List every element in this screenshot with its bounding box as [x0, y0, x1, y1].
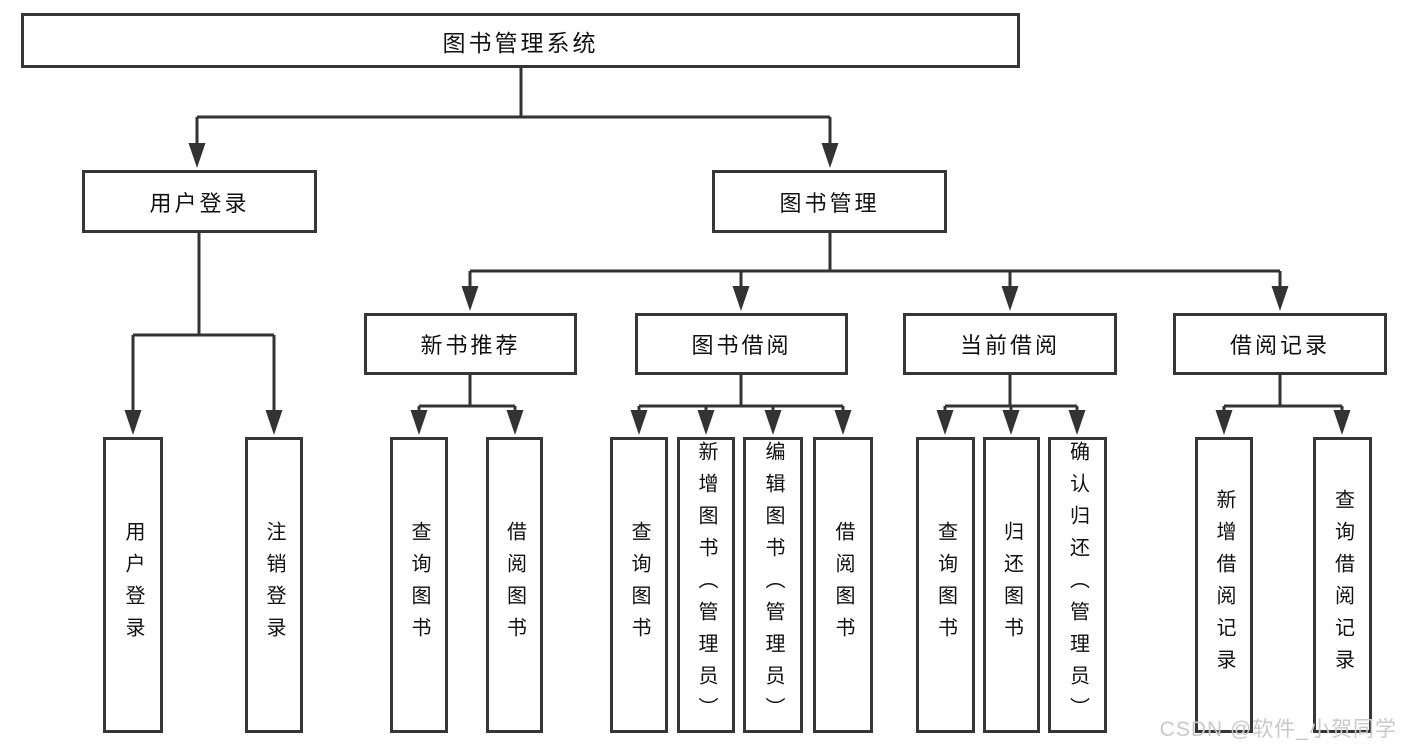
- node-leaf-query-borrow-rec: 查询借阅记录: [1313, 437, 1372, 733]
- node-label: 查询图书: [628, 521, 650, 649]
- node-root-system: 图书管理系统: [21, 13, 1020, 68]
- node-label: 归还图书: [1000, 521, 1023, 649]
- node-label: 借阅图书: [503, 521, 526, 649]
- node-label: 新增借阅记录: [1213, 489, 1235, 681]
- node-leaf-query-books-3: 查询图书: [916, 437, 975, 733]
- arrowhead-icon: [1215, 410, 1233, 435]
- node-leaf-logout: 注销登录: [245, 437, 303, 733]
- arrowhead-icon: [1001, 286, 1019, 311]
- node-leaf-query-books-2: 查询图书: [610, 437, 668, 733]
- node-current-borrowing: 当前借阅: [903, 313, 1117, 375]
- node-label: 确认归还（管理员）: [1066, 441, 1089, 729]
- node-leaf-borrow-books-2: 借阅图书: [813, 437, 873, 733]
- node-leaf-add-books: 新增图书（管理员）: [677, 437, 735, 733]
- csdn-watermark: CSDN @软件_小贺同学: [1159, 718, 1397, 741]
- node-label: 当前借阅: [959, 333, 1060, 358]
- node-label: 图书管理: [779, 190, 880, 216]
- arrowhead-icon: [1271, 286, 1289, 311]
- arrowhead-icon: [506, 410, 524, 435]
- node-label: 查询图书: [408, 521, 430, 649]
- arrowhead-icon: [410, 410, 428, 435]
- arrowhead-icon: [1333, 410, 1351, 435]
- node-label: 新增图书（管理员）: [695, 441, 717, 729]
- node-label: 图书管理系统: [442, 29, 599, 56]
- node-label: 编辑图书（管理员）: [762, 441, 784, 729]
- node-label: 用户登录: [149, 190, 250, 216]
- node-label: 注销登录: [263, 521, 285, 649]
- node-leaf-confirm-return: 确认归还（管理员）: [1048, 437, 1107, 733]
- node-book-borrowing: 图书借阅: [635, 313, 848, 375]
- arrowhead-icon: [821, 143, 839, 168]
- node-label: 用户登录: [122, 521, 144, 649]
- arrowhead-icon: [188, 143, 206, 168]
- node-label: 图书借阅: [691, 333, 792, 358]
- node-leaf-add-borrow-rec: 新增借阅记录: [1195, 437, 1253, 733]
- arrowhead-icon: [764, 410, 782, 435]
- node-borrowing-records: 借阅记录: [1173, 313, 1387, 375]
- node-label: 查询借阅记录: [1331, 489, 1354, 681]
- node-leaf-borrow-books-1: 借阅图书: [486, 437, 543, 733]
- arrowhead-icon: [630, 410, 648, 435]
- node-book-management: 图书管理: [712, 170, 947, 233]
- arrowhead-icon: [936, 410, 954, 435]
- arrowhead-icon: [265, 410, 283, 435]
- arrowhead-icon: [1068, 410, 1086, 435]
- node-leaf-return-books: 归还图书: [983, 437, 1040, 733]
- arrowhead-icon: [697, 410, 715, 435]
- node-label: 查询图书: [934, 521, 957, 649]
- arrowhead-icon: [834, 410, 852, 435]
- arrowhead-icon: [732, 286, 750, 311]
- node-user-login: 用户登录: [82, 170, 317, 233]
- node-label: 借阅记录: [1229, 333, 1330, 358]
- arrowhead-icon: [1002, 410, 1020, 435]
- arrowhead-icon: [461, 286, 479, 311]
- node-label: 新书推荐: [420, 333, 521, 358]
- arrowhead-icon: [124, 410, 142, 435]
- node-leaf-user-login: 用户登录: [103, 437, 163, 733]
- node-leaf-query-books-1: 查询图书: [390, 437, 448, 733]
- node-new-book-recommend: 新书推荐: [364, 313, 577, 375]
- node-label: 借阅图书: [832, 521, 854, 649]
- node-leaf-edit-books: 编辑图书（管理员）: [743, 437, 803, 733]
